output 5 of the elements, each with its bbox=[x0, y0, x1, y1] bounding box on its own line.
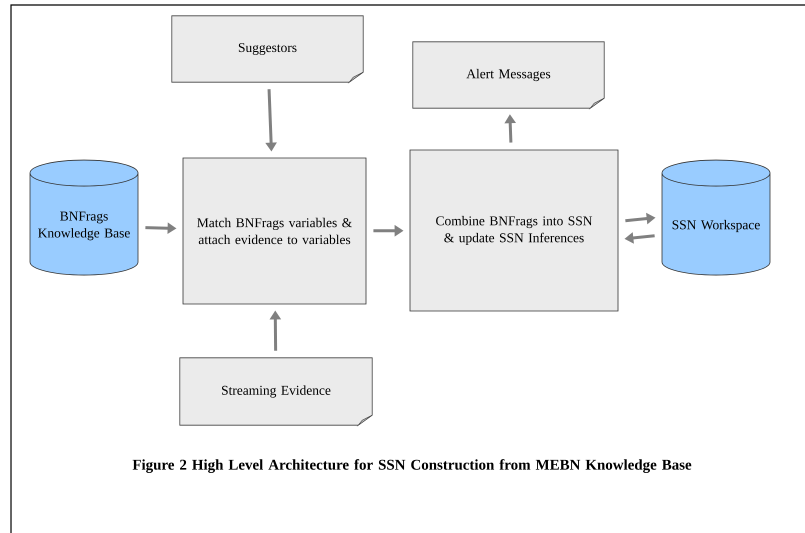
database-cylinder: BNFrags Knowledge Base bbox=[30, 160, 138, 276]
figure-caption: Figure 2 High Level Architecture for SSN Construction from MEBN Knowledge Base bbox=[132, 459, 692, 473]
database-cylinder: SSN Workspace bbox=[662, 160, 770, 276]
process-box: Combine BNFrags into SSN & update SSN Inferences bbox=[410, 150, 618, 312]
process-box: Match BNFrags variables & attach evidence to variables bbox=[182, 158, 366, 304]
